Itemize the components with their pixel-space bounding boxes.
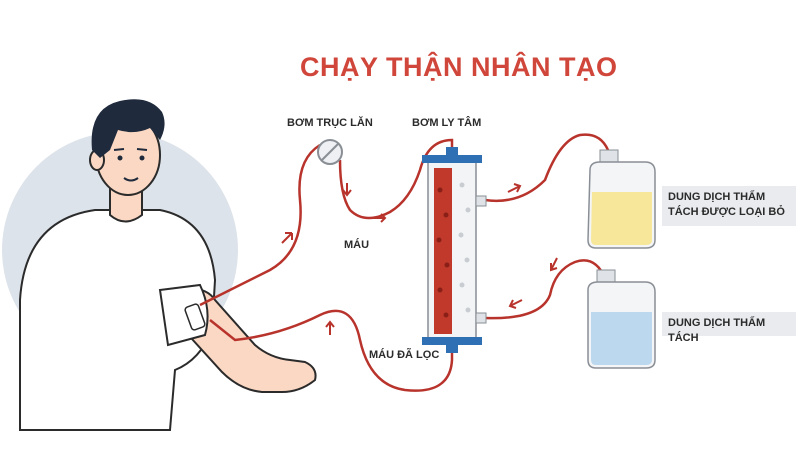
dialyzer-icon: [422, 147, 487, 353]
diagram-title: CHẠY THẬN NHÂN TẠO: [300, 52, 618, 82]
dialysate-label: DUNG DỊCH THẨM TÁCH: [662, 312, 796, 344]
patient-shirt: [19, 209, 217, 431]
blood-label: MÁU: [344, 239, 370, 251]
centrifugal-pump-label: BƠM LY TÂM: [412, 117, 482, 129]
patient-eye-left: [117, 155, 123, 161]
used-dialysate-label: DUNG DỊCH THẨM TÁCH ĐƯỢC LOẠI BỎ: [662, 186, 796, 226]
patient-eye-right: [139, 155, 145, 161]
patient-brow: [113, 148, 148, 151]
tube-pump-to-dialyzer: [338, 138, 454, 220]
tube-from-fresh-jug: [484, 259, 607, 320]
arrow-down-2: [550, 257, 558, 272]
arrow-right-2: [507, 183, 522, 193]
arrow-up-right-1: [281, 232, 293, 244]
used-dialysate-label-line2: TÁCH ĐƯỢC LOẠI BỎ: [668, 206, 785, 218]
filtered-blood-label: MÁU ĐÃ LỌC: [369, 349, 440, 361]
arrow-left-1: [508, 299, 523, 309]
used-dialysate-label-line1: DUNG DỊCH THẨM: [668, 191, 766, 203]
patient-mouth: [123, 177, 139, 182]
arrow-right-1: [373, 213, 387, 223]
patient-hair: [91, 99, 165, 158]
arrow-up-2: [325, 320, 335, 335]
tube-blood-out: [199, 143, 321, 307]
cannula-patch: [184, 303, 206, 331]
patient-arm: [178, 287, 317, 393]
roller-pump-label: BƠM TRỤC LĂN: [287, 117, 373, 129]
fresh-dialysate-jug-icon: [587, 269, 656, 369]
tube-blood-return: [209, 309, 454, 392]
tube-to-used-jug: [484, 133, 610, 202]
patient-illustration: [19, 99, 317, 431]
roller-pump-icon: [317, 139, 343, 165]
arrow-down-1: [342, 183, 352, 197]
used-dialysate-jug-icon: [587, 149, 656, 249]
